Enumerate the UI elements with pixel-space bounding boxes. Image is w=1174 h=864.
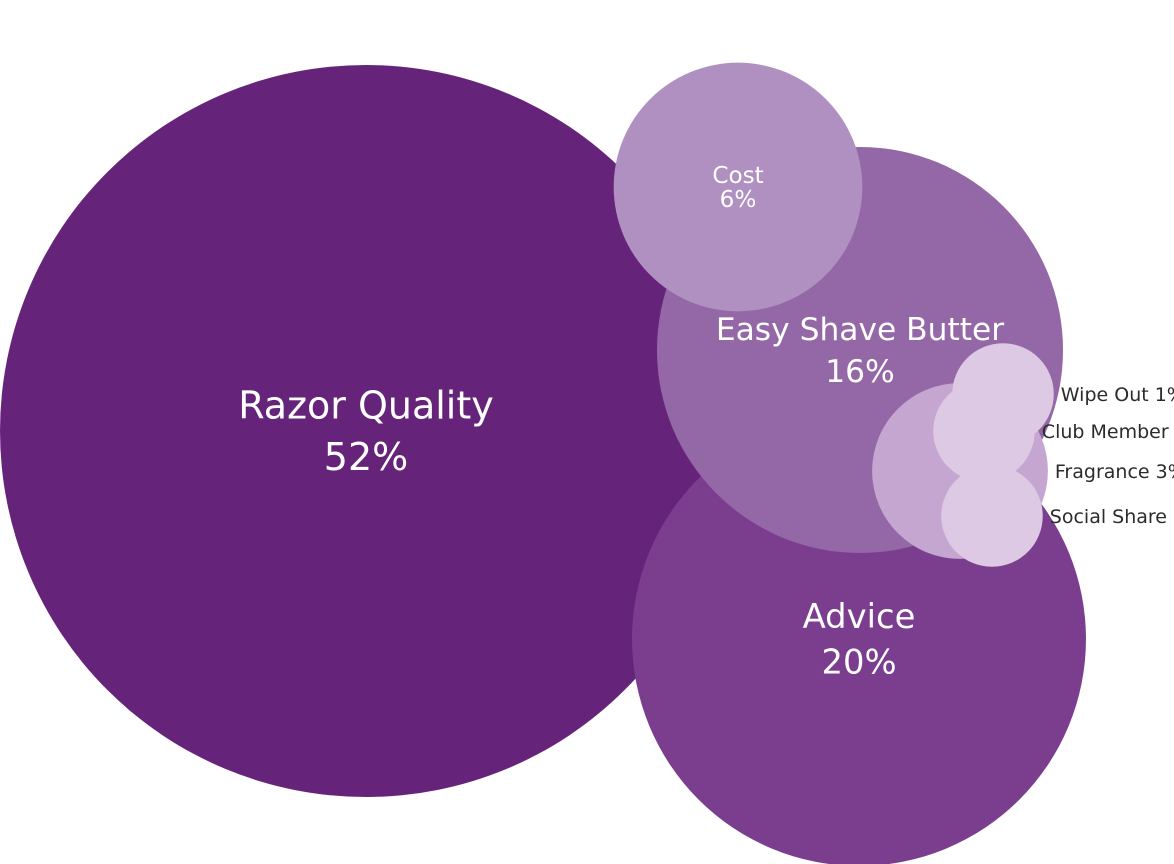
bubble-value-easy-shave-butter: 16% bbox=[825, 354, 895, 390]
bubble-label-line: Cost bbox=[712, 163, 763, 189]
bubble-circle-cost bbox=[613, 62, 863, 312]
bubble-club-member: Club Member 1% bbox=[933, 380, 1174, 482]
bubble-label-cost: Cost bbox=[712, 163, 763, 189]
bubble-label-wipe-out: Wipe Out 1% bbox=[1061, 384, 1174, 406]
bubble-circle-razor-quality bbox=[0, 65, 732, 797]
bubble-label-advice: Advice bbox=[803, 597, 916, 636]
bubble-label-easy-shave-butter: Easy Shave Butter bbox=[716, 312, 1004, 348]
bubble-label-line: Easy Shave Butter bbox=[716, 312, 1004, 348]
bubble-circle-club-member bbox=[933, 380, 1035, 482]
bubble-value-advice: 20% bbox=[821, 643, 896, 682]
bubble-label-line: Advice bbox=[803, 597, 916, 636]
bubble-razor-quality: Razor Quality 52% bbox=[0, 65, 732, 797]
bubble-value-razor-quality: 52% bbox=[324, 435, 408, 479]
bubble-label-club-member: Club Member 1% bbox=[1042, 421, 1174, 443]
bubble-circle-social-share bbox=[941, 465, 1043, 567]
bubble-social-share: Social Share 1% bbox=[941, 465, 1174, 567]
bubble-label-razor-quality: Razor Quality bbox=[238, 384, 494, 428]
bubble-label-line: Razor Quality bbox=[238, 384, 494, 428]
bubble-label-fragrance: Fragrance 3% bbox=[1055, 461, 1174, 483]
bubble-value-cost: 6% bbox=[720, 187, 757, 213]
bubble-label-social-share: Social Share 1% bbox=[1050, 506, 1174, 528]
